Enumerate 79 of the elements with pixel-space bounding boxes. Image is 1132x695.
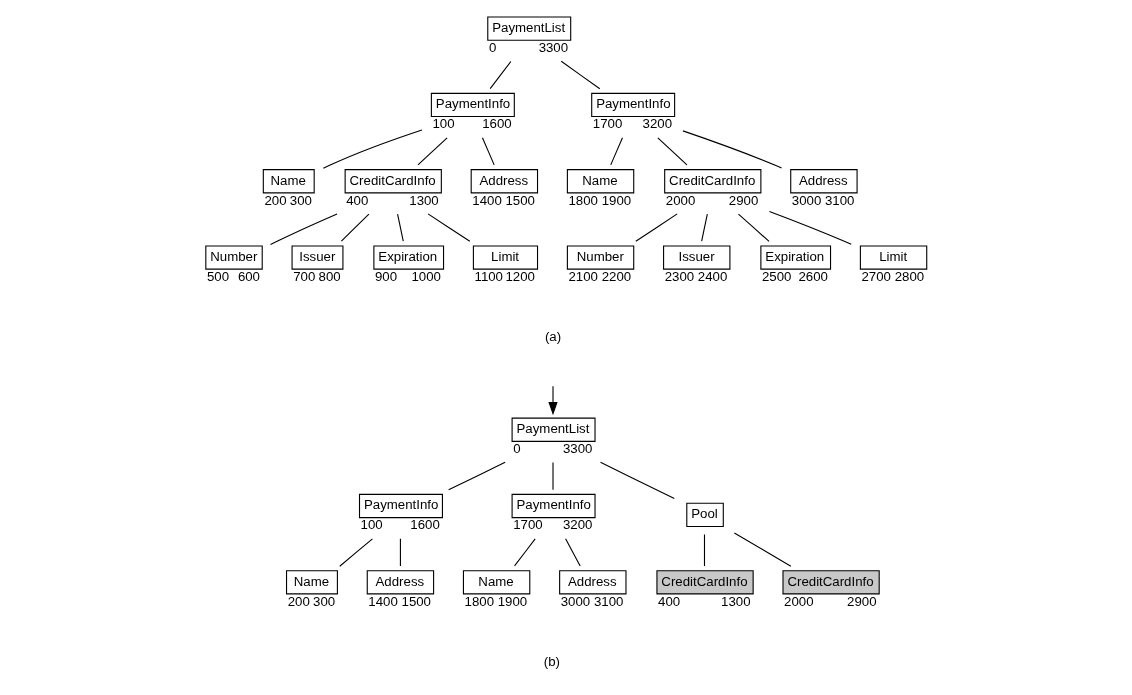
- node-label: 2700: [861, 268, 891, 284]
- node-label: 3100: [825, 192, 855, 208]
- node-label: 3200: [562, 517, 593, 533]
- node-label: 2000: [784, 593, 814, 609]
- node-label: 1600: [410, 517, 440, 533]
- connector: [599, 461, 675, 499]
- node-label: 1000: [411, 268, 441, 284]
- node-label: 2400: [697, 268, 728, 284]
- node-label: 2000: [665, 192, 696, 208]
- connector: [682, 130, 783, 169]
- connector: [565, 538, 581, 567]
- connector: [340, 213, 370, 242]
- node-label: 1500: [505, 192, 535, 208]
- connector: [399, 538, 401, 567]
- arrow: [548, 385, 558, 416]
- node-label: 1300: [721, 593, 751, 609]
- node-label: 3000: [791, 192, 822, 208]
- node-label: 2800: [894, 268, 925, 284]
- node-label: 1400: [472, 192, 502, 208]
- node-label: 0: [488, 39, 497, 55]
- connector: [322, 129, 423, 169]
- connector: [481, 137, 495, 166]
- node-label: 100: [432, 116, 455, 132]
- node-label: 1100: [474, 268, 503, 284]
- node-label: 100: [360, 517, 383, 533]
- node-label: 500: [206, 268, 230, 284]
- node-label: 300: [313, 593, 336, 609]
- node-label: 3300: [538, 39, 569, 55]
- node-label: 3100: [593, 593, 624, 609]
- node-label: 1900: [497, 593, 528, 609]
- connector: [489, 60, 512, 90]
- node-label: 1200: [505, 268, 535, 284]
- node-label: 1300: [409, 192, 439, 208]
- node-label: 700: [293, 268, 316, 284]
- connector: [733, 532, 792, 567]
- connector: [610, 137, 624, 166]
- node-label: 1500: [401, 593, 432, 609]
- node-label: 2900: [847, 593, 877, 609]
- node-label: 2200: [601, 268, 632, 284]
- node-label: 1700: [513, 517, 543, 533]
- connector: [701, 213, 708, 242]
- node-label: 2300: [664, 268, 695, 284]
- label: (a): [544, 329, 562, 345]
- node-label: 1800: [568, 192, 598, 208]
- connector: [448, 461, 506, 491]
- node-label: 200: [287, 593, 310, 609]
- node-label: 2500: [761, 268, 792, 284]
- node-label: 3200: [642, 116, 673, 132]
- node-label: 3000: [560, 593, 591, 609]
- connector: [703, 533, 706, 567]
- node-label: 2100: [568, 268, 598, 284]
- connector: [768, 210, 852, 245]
- connector: [339, 538, 373, 567]
- label: (b): [543, 653, 560, 669]
- node-label: 900: [374, 268, 398, 284]
- node-label: 400: [658, 593, 681, 609]
- connector: [560, 60, 601, 90]
- node-label: 400: [346, 192, 369, 208]
- connector: [427, 213, 471, 242]
- connector: [269, 213, 338, 246]
- node-label: 2600: [798, 268, 828, 284]
- node-label: 0: [513, 441, 521, 457]
- node-label: 800: [318, 268, 341, 284]
- node-label: 300: [289, 192, 312, 208]
- node-label: 3300: [562, 441, 593, 457]
- connector: [737, 213, 770, 242]
- connector: [514, 538, 536, 567]
- connector: [397, 213, 404, 242]
- node-label: 1900: [601, 192, 632, 208]
- connector: [635, 213, 678, 242]
- node-label: 600: [237, 268, 260, 284]
- connector: [417, 137, 448, 166]
- node-label: 2900: [728, 192, 759, 208]
- node-label: 200: [264, 192, 287, 208]
- node-label: 1600: [482, 116, 512, 132]
- node-label: 1700: [592, 116, 623, 132]
- node-label: 1800: [464, 593, 495, 609]
- connector: [657, 137, 688, 166]
- node-label: 1400: [368, 593, 398, 609]
